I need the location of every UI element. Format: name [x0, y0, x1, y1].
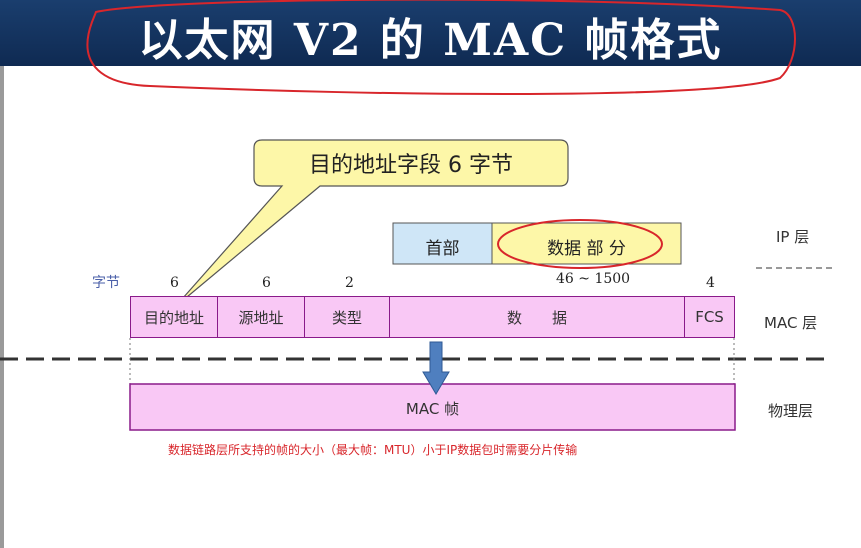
title-annotation-ellipse	[86, 0, 796, 96]
physical-layer-label: 物理层	[768, 402, 814, 420]
down-arrow-icon	[422, 341, 450, 395]
mac-frame-label: MAC 帧	[405, 400, 460, 418]
callout-text: 目的地址字段 6 字节	[309, 153, 513, 178]
byte-count-data: 46 ~ 1500	[556, 271, 631, 287]
physical-frame-bar	[129, 383, 736, 431]
title-banner	[0, 0, 861, 66]
ip-layer-label: IP 层	[776, 228, 810, 246]
byte-count-type: 2	[345, 275, 354, 291]
ip-data-label: 数据 部 分	[547, 239, 626, 259]
bytes-label: 字节	[92, 275, 120, 291]
mtu-note: 数据链路层所支持的帧的大小（最大帧：MTU）小于IP数据包时需要分片传输	[168, 443, 578, 457]
field-dest-address: 目的地址	[130, 296, 218, 338]
byte-count-src: 6	[262, 275, 271, 291]
callout-shape	[174, 139, 569, 308]
ip-header-label: 首部	[425, 239, 460, 259]
field-type: 类型	[304, 296, 390, 338]
mac-layer-label: MAC 层	[764, 314, 818, 332]
field-fcs: FCS	[684, 296, 735, 338]
left-edge-bar	[0, 66, 4, 548]
byte-count-dest: 6	[170, 275, 179, 291]
field-data: 数 据	[389, 296, 685, 338]
byte-count-fcs: 4	[706, 275, 715, 291]
page-title: 以太网 V2 的 MAC 帧格式	[138, 15, 723, 66]
ip-header-box	[392, 222, 493, 265]
field-src-address: 源地址	[217, 296, 305, 338]
ip-data-annotation-ellipse	[497, 219, 663, 269]
